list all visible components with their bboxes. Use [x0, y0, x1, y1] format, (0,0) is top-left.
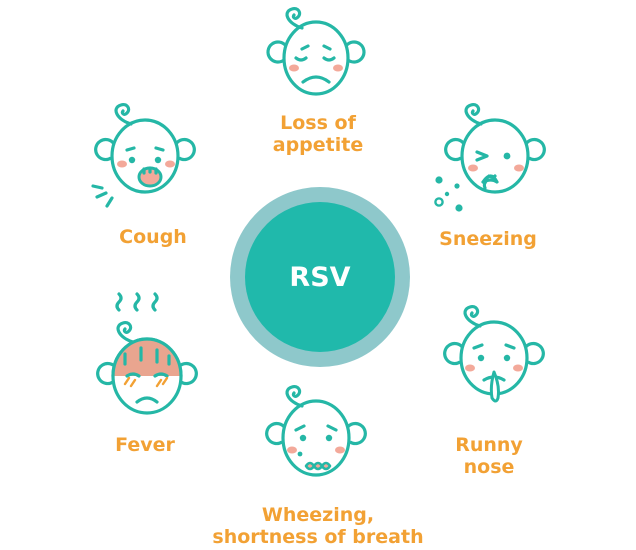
label-line: Cough — [119, 226, 187, 248]
label-loss-of-appetite: Loss of appetite — [233, 112, 403, 156]
label-sneezing: Sneezing — [423, 228, 553, 250]
fever-baby-icon — [96, 292, 198, 415]
label-line: shortness of breath — [212, 526, 424, 548]
label-line: Runny — [455, 434, 523, 456]
runny-nose-baby-icon — [443, 305, 545, 403]
center-label: RSV — [289, 261, 351, 293]
center-circle — [245, 202, 395, 352]
label-line: Sneezing — [439, 228, 537, 250]
sneezing-baby-icon — [434, 103, 546, 212]
sad-baby-icon — [266, 7, 366, 96]
label-fever: Fever — [93, 434, 197, 456]
label-runny-nose: Runny nose — [434, 434, 544, 478]
label-cough: Cough — [98, 226, 208, 248]
label-line: Loss of — [280, 112, 356, 134]
label-line: appetite — [272, 134, 364, 156]
label-line: Fever — [115, 434, 175, 456]
label-wheezing: Wheezing, shortness of breath — [198, 504, 438, 548]
label-line: nose — [463, 456, 515, 478]
label-line: Wheezing, — [261, 504, 375, 526]
wheezing-baby-icon — [265, 385, 367, 477]
coughing-baby-icon — [91, 103, 196, 208]
